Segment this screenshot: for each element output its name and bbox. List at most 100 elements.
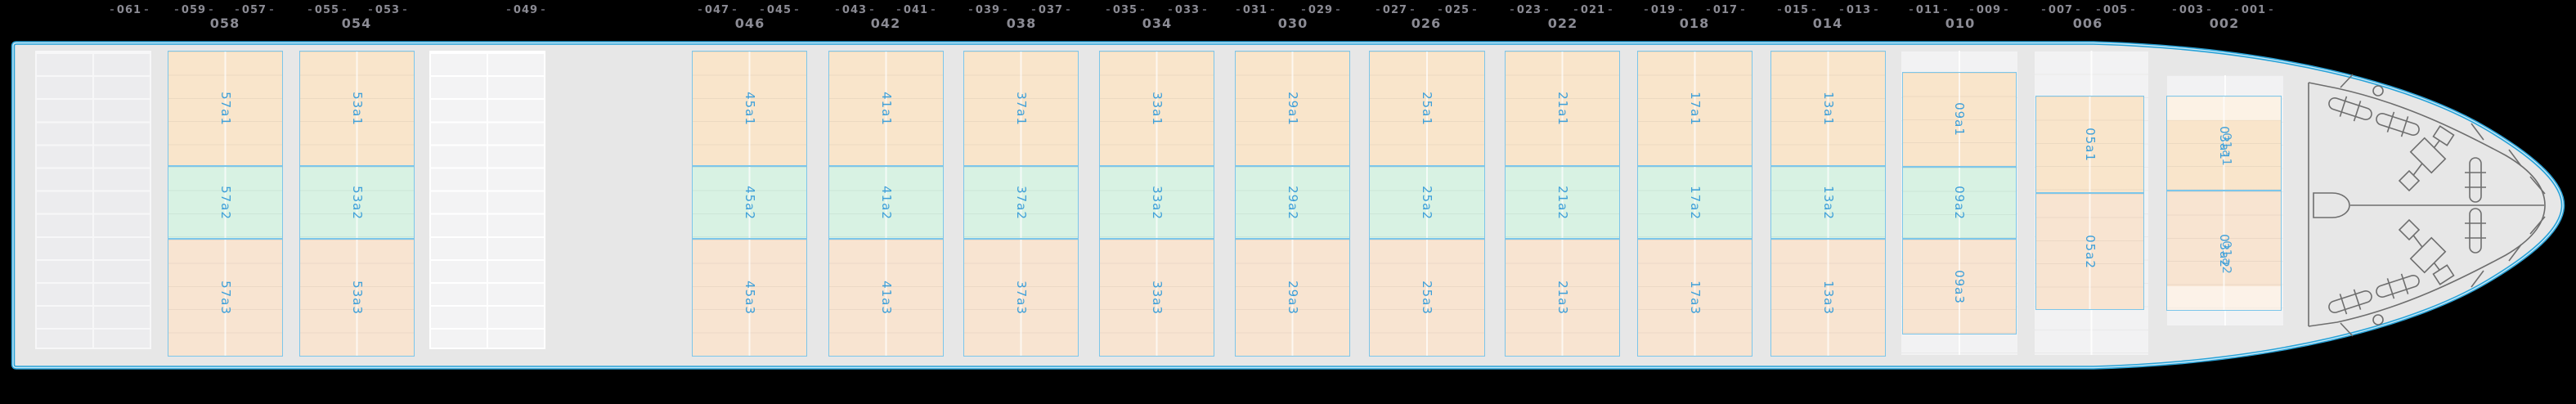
- bay-number-label: 033: [1165, 4, 1209, 16]
- bay-number-label: 014: [1812, 16, 1843, 31]
- bay-cell[interactable]: 45a3: [692, 239, 807, 357]
- bay-cell[interactable]: 29a2: [1235, 166, 1350, 239]
- bay-number-label: 061: [107, 4, 151, 16]
- bay-number-label: 045: [757, 4, 801, 16]
- bay-cell[interactable]: 53a2: [299, 166, 415, 239]
- bay-number-label: 003: [2170, 4, 2214, 16]
- bay-number-label: 057: [232, 4, 276, 16]
- bay-number-label: 042: [870, 16, 901, 31]
- bay-cell[interactable]: 41a1: [828, 51, 944, 166]
- bay-cell[interactable]: 17a1: [1637, 51, 1752, 166]
- bay-cell[interactable]: 33a2: [1099, 166, 1214, 239]
- bay-number-label: 002: [2209, 16, 2240, 31]
- bay-number-label: 001: [2232, 4, 2276, 16]
- bay-number-label: 006: [2072, 16, 2103, 31]
- bay-cell[interactable]: 37a3: [963, 239, 1079, 357]
- bay-number-label: 021: [1571, 4, 1615, 16]
- bay-number-label: 017: [1703, 4, 1748, 16]
- bay-number-label: 011: [1906, 4, 1950, 16]
- bay-number-label: 023: [1507, 4, 1551, 16]
- bay-cell[interactable]: 13a1: [1770, 51, 1886, 166]
- bay-cell[interactable]: 25a3: [1369, 239, 1485, 357]
- bay-cell[interactable]: 29a3: [1235, 239, 1350, 357]
- bay-cell[interactable]: 57a2: [168, 166, 283, 239]
- bay-number-label: 010: [1945, 16, 1976, 31]
- bay-number-label: 055: [305, 4, 349, 16]
- bay-number-label: 030: [1277, 16, 1308, 31]
- bay-cell[interactable]: 33a3: [1099, 239, 1214, 357]
- bay-cell[interactable]: 37a1: [963, 51, 1079, 166]
- bay-cell[interactable]: 09a1: [1902, 72, 2017, 167]
- bay-number-label: 027: [1373, 4, 1417, 16]
- bay-number-label: 005: [2094, 4, 2138, 16]
- bay-cell[interactable]: 29a1: [1235, 51, 1350, 166]
- bay-number-label: 013: [1837, 4, 1881, 16]
- bay-number-label: 043: [832, 4, 877, 16]
- bay-cell[interactable]: 41a2: [828, 166, 944, 239]
- bay-cell[interactable]: 45a2: [692, 166, 807, 239]
- bay-cell[interactable]: 09a3: [1902, 239, 2017, 334]
- bay-number-label: 058: [209, 16, 240, 31]
- bay-number-label: 029: [1299, 4, 1343, 16]
- bay-cell[interactable]: 53a3: [299, 239, 415, 357]
- bay-cell[interactable]: 25a1: [1369, 51, 1485, 166]
- bay-number-label: 025: [1435, 4, 1479, 16]
- hull-outline-highlight: [12, 42, 2564, 369]
- bollard-icon: [2313, 192, 2350, 218]
- bay-cell[interactable]: 17a3: [1637, 239, 1752, 357]
- bay-cell[interactable]: 57a3: [168, 239, 283, 357]
- bay-number-label: 035: [1103, 4, 1147, 16]
- bay-cell[interactable]: 05a1: [2035, 96, 2144, 193]
- bay-number-label: 059: [172, 4, 216, 16]
- bay-number-label: 041: [894, 4, 938, 16]
- bay-number-label: 018: [1679, 16, 1710, 31]
- bay-cell[interactable]: 45a1: [692, 51, 807, 166]
- bay-number-label: 026: [1411, 16, 1442, 31]
- bay-number-label: 049: [504, 4, 548, 16]
- bay-cell[interactable]: 25a2: [1369, 166, 1485, 239]
- bay-cell[interactable]: 33a1: [1099, 51, 1214, 166]
- bay-cell[interactable]: 21a2: [1505, 166, 1620, 239]
- bay-number-label: 022: [1547, 16, 1578, 31]
- bay-number-label: 037: [1029, 4, 1073, 16]
- bay-number-label: 031: [1233, 4, 1277, 16]
- bay-cell[interactable]: 57a1: [168, 51, 283, 166]
- bay-number-label: 038: [1006, 16, 1037, 31]
- empty-slot-grid-1: [35, 51, 151, 349]
- bay-number-label: 054: [341, 16, 372, 31]
- bay-cell[interactable]: 13a2: [1770, 166, 1886, 239]
- bay-cell[interactable]: 17a2: [1637, 166, 1752, 239]
- bay-cell[interactable]: 41a3: [828, 239, 944, 357]
- bay-cell[interactable]: 37a2: [963, 166, 1079, 239]
- bay-cell[interactable]: 21a1: [1505, 51, 1620, 166]
- bay-number-label: 007: [2039, 4, 2083, 16]
- bay-number-label: 046: [734, 16, 765, 31]
- bay-number-label: 009: [1967, 4, 2011, 16]
- bay-number-label: 015: [1775, 4, 1819, 16]
- forecastle-deck-outline: [2308, 82, 2546, 327]
- bay-cell[interactable]: 21a3: [1505, 239, 1620, 357]
- bay-cell[interactable]: 09a2: [1902, 167, 2017, 239]
- bay-cell[interactable]: 53a1: [299, 51, 415, 166]
- bay-cell[interactable]: 05a2: [2035, 193, 2144, 310]
- bay-cell[interactable]: 13a3: [1770, 239, 1886, 357]
